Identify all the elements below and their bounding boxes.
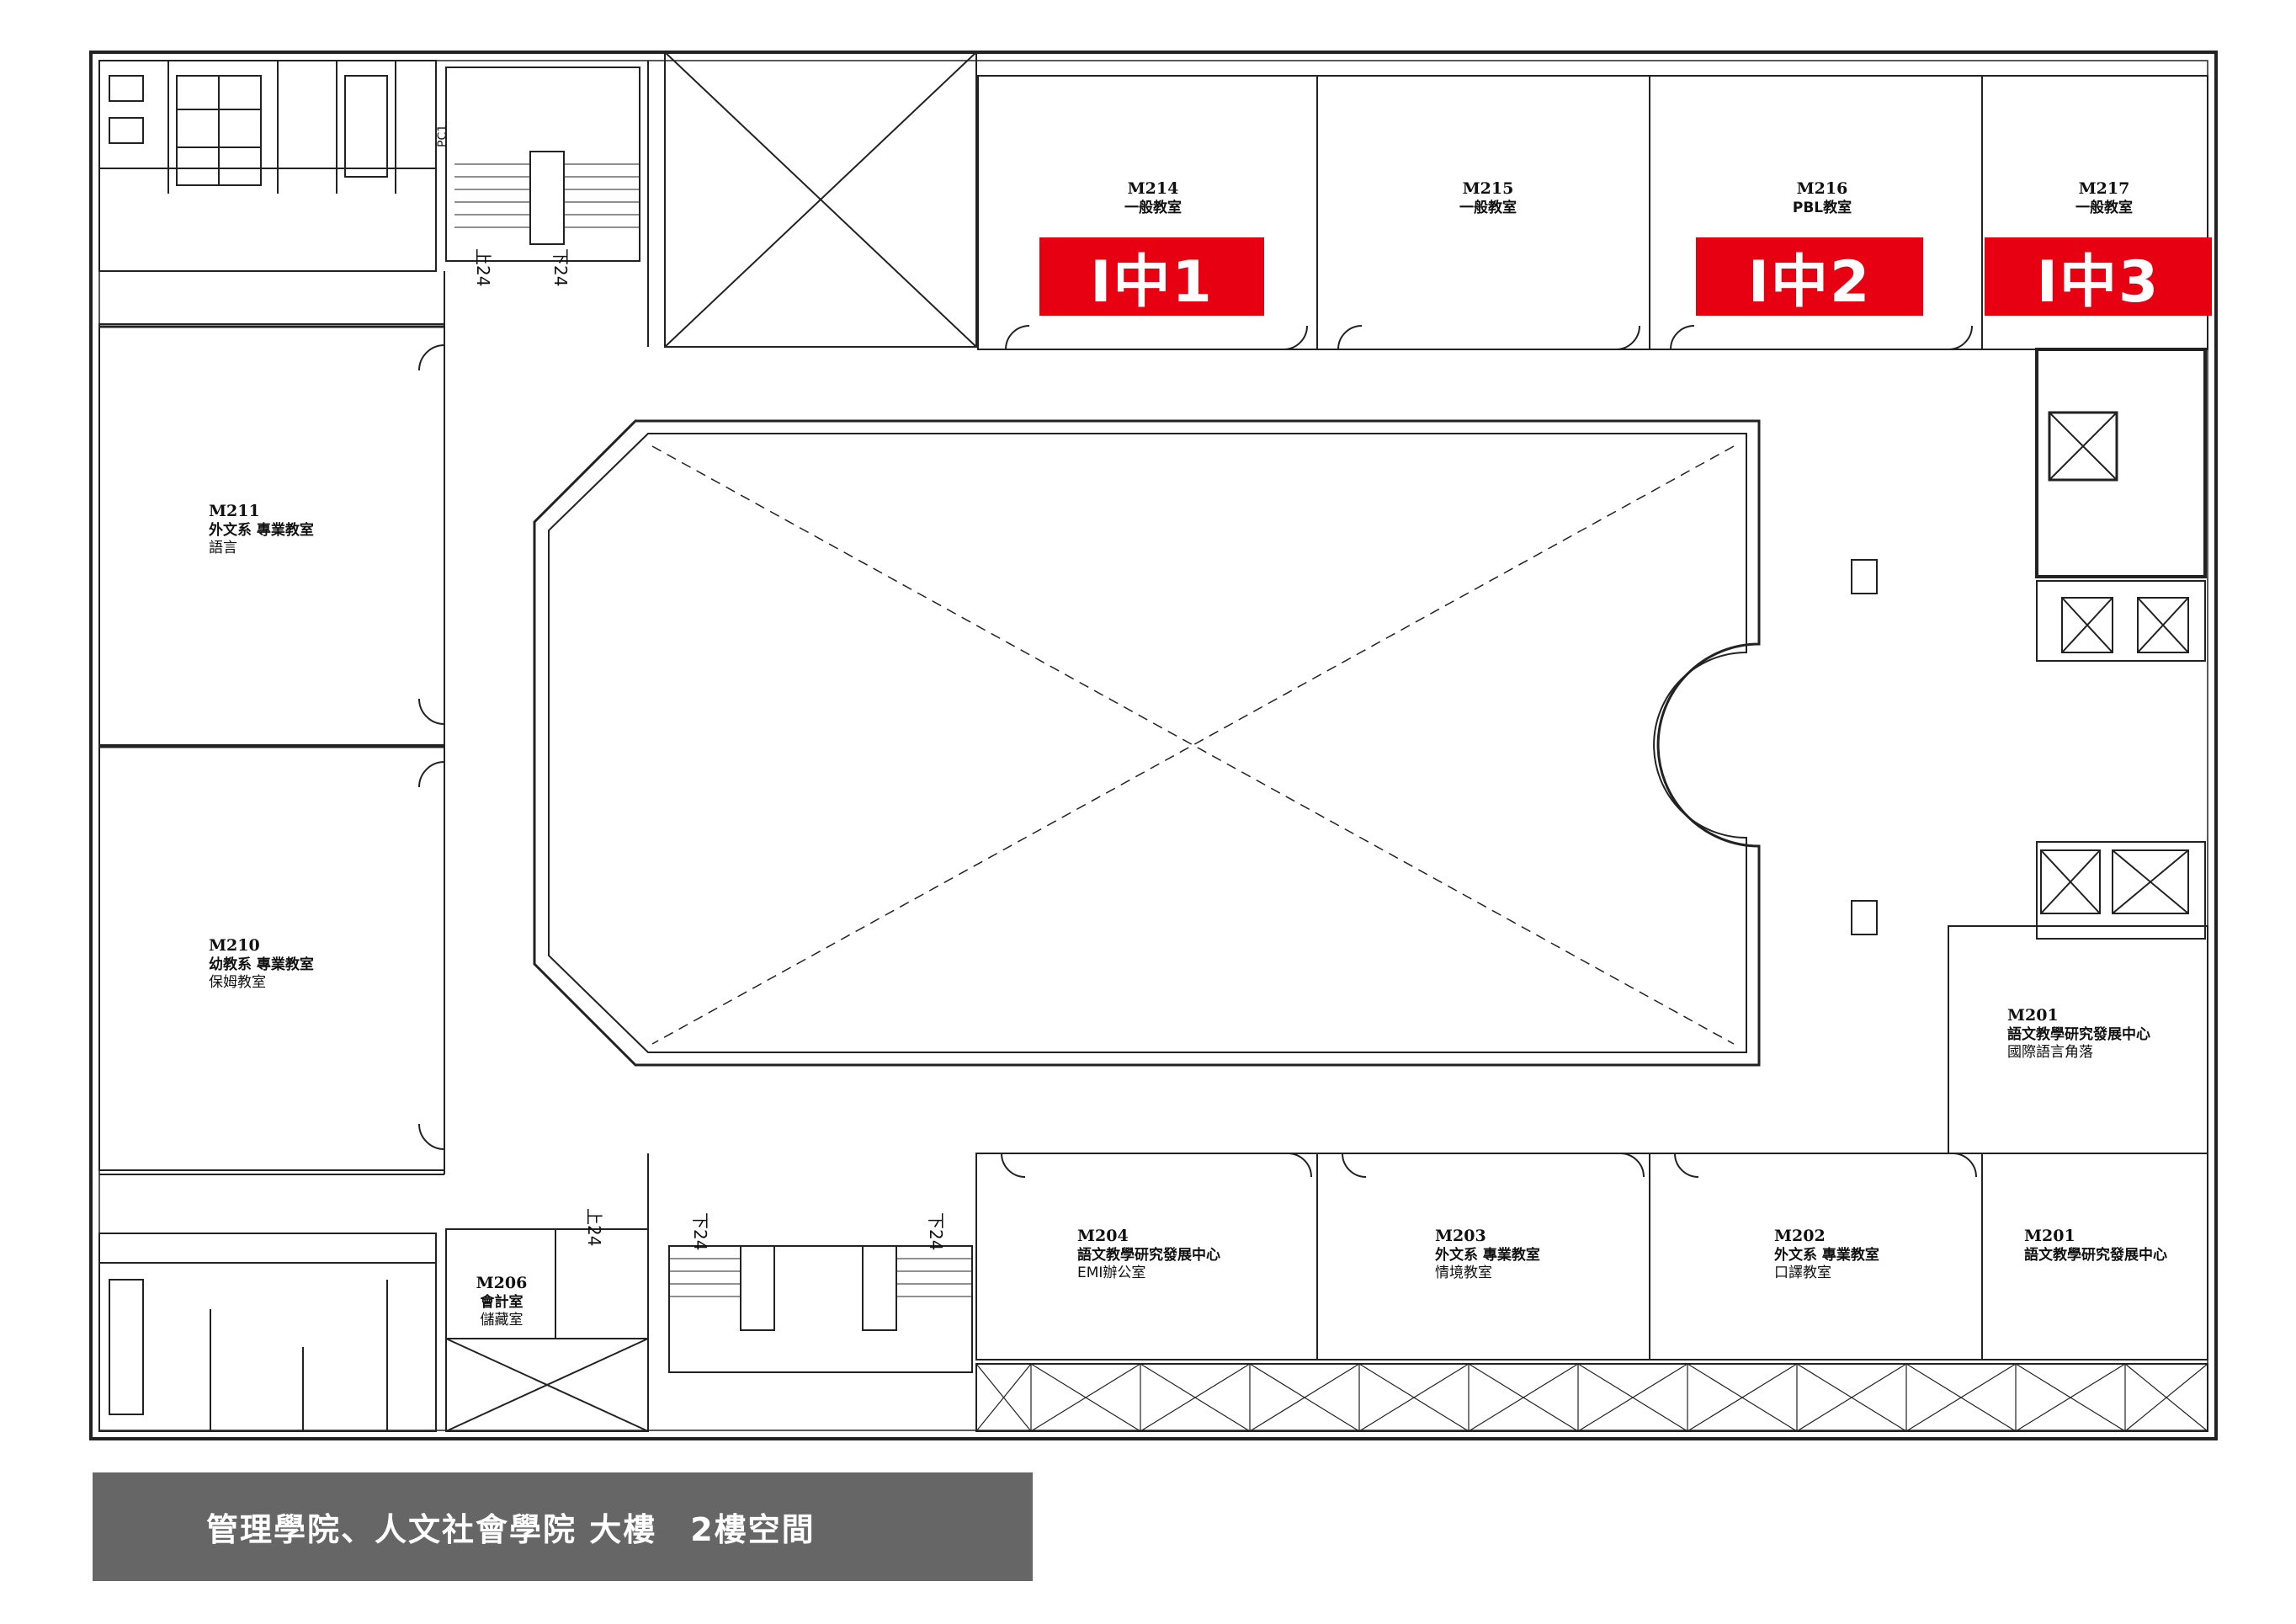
room-code: M210 [209, 936, 260, 955]
bottom-classrooms [975, 1153, 2208, 1360]
room-code: M206 [476, 1274, 528, 1292]
room-sub: 語言 [209, 540, 237, 556]
footer-title: 管理學院、人文社會學院 大樓 2樓空間 [206, 1511, 816, 1548]
top-classrooms [977, 75, 2208, 350]
elevators-upper [2036, 580, 2206, 662]
stair-label-down-bottom-b: 下24 [926, 1212, 946, 1251]
stair-right [2035, 348, 2207, 578]
room-sub: EMI辦公室 [1077, 1265, 1146, 1281]
footer-banner: 管理學院、人文社會學院 大樓 2樓空間 [93, 1472, 1033, 1581]
room-sub: 儲藏室 [480, 1312, 524, 1328]
room-code: M201 [2007, 1006, 2059, 1025]
room-sub: 國際語言角落 [2007, 1044, 2093, 1061]
stair-label-down-top: 下24 [550, 248, 571, 287]
room-m201-lower: M201 語文教學研究發展中心 [2024, 1227, 2167, 1265]
room-name: PBL教室 [1792, 199, 1852, 216]
room-m201-upper: M201 語文教學研究發展中心 國際語言角落 [2007, 1006, 2150, 1062]
room-m202: M202 外文系 專業教室 口譯教室 [1774, 1227, 1879, 1282]
room-name: 一般教室 [1459, 199, 1517, 216]
outer-wall [89, 51, 2218, 1440]
room-m215: M215 一般教室 [1459, 179, 1517, 217]
stair-label-up-bottom: 上24 [584, 1208, 604, 1247]
shaft-top [664, 51, 977, 348]
room-m216: M216 PBL教室 [1793, 179, 1852, 217]
room-m204: M204 語文教學研究發展中心 EMI辦公室 [1077, 1227, 1220, 1282]
room-code: M217 [2078, 179, 2130, 198]
room-code: M202 [1774, 1227, 1826, 1245]
tag-i-zhong-2: I中2 [1696, 237, 1923, 316]
room-code: M203 [1435, 1227, 1486, 1245]
restroom-bottom-left [98, 1233, 437, 1432]
room-m217: M217 一般教室 [2075, 179, 2133, 217]
room-name: 會計室 [480, 1293, 524, 1311]
room-code: M211 [209, 502, 260, 520]
room-m214: M214 一般教室 [1124, 179, 1182, 217]
room-code: M201 [2024, 1227, 2075, 1245]
room-name: 幼教系 專業教室 [209, 956, 314, 973]
room-name: 一般教室 [1124, 199, 1182, 216]
room-name: 外文系 專業教室 [1435, 1246, 1540, 1264]
room-code: M214 [1127, 179, 1179, 198]
balcony-bottom [975, 1363, 2208, 1432]
room-code: M215 [1462, 179, 1514, 198]
room-code: M204 [1077, 1227, 1129, 1245]
tag-i-zhong-1: I中1 [1039, 237, 1264, 316]
room-name: 語文教學研究發展中心 [1077, 1246, 1220, 1264]
elevators-lower [2036, 841, 2206, 940]
room-sub: 口譯教室 [1774, 1265, 1831, 1281]
restroom-top-left [98, 60, 437, 272]
room-m211: M211 外文系 專業教室 語言 [209, 502, 314, 557]
room-sub: 情境教室 [1435, 1265, 1492, 1281]
room-name: 外文系 專業教室 [1774, 1246, 1879, 1264]
room-sub: 保姆教室 [209, 974, 266, 991]
room-name: 外文系 專業教室 [209, 521, 314, 539]
stair-bottom-center [668, 1245, 973, 1373]
stair-label-up-top: 上24 [473, 248, 493, 287]
room-m203: M203 外文系 專業教室 情境教室 [1435, 1227, 1540, 1282]
room-name: 語文教學研究發展中心 [2024, 1246, 2167, 1264]
room-m206-wall [445, 1228, 556, 1339]
pc1-label: PC1 [436, 124, 449, 147]
tag-i-zhong-3: I中3 [1985, 237, 2212, 316]
stair-label-down-bottom-a: 下24 [690, 1212, 710, 1251]
room-code: M216 [1796, 179, 1848, 198]
room-name: 語文教學研究發展中心 [2007, 1025, 2150, 1043]
room-m206: M206 會計室 儲藏室 [476, 1274, 528, 1329]
atrium-outer [533, 419, 1761, 1067]
room-m210: M210 幼教系 專業教室 保姆教室 [209, 936, 314, 992]
room-name: 一般教室 [2075, 199, 2133, 216]
